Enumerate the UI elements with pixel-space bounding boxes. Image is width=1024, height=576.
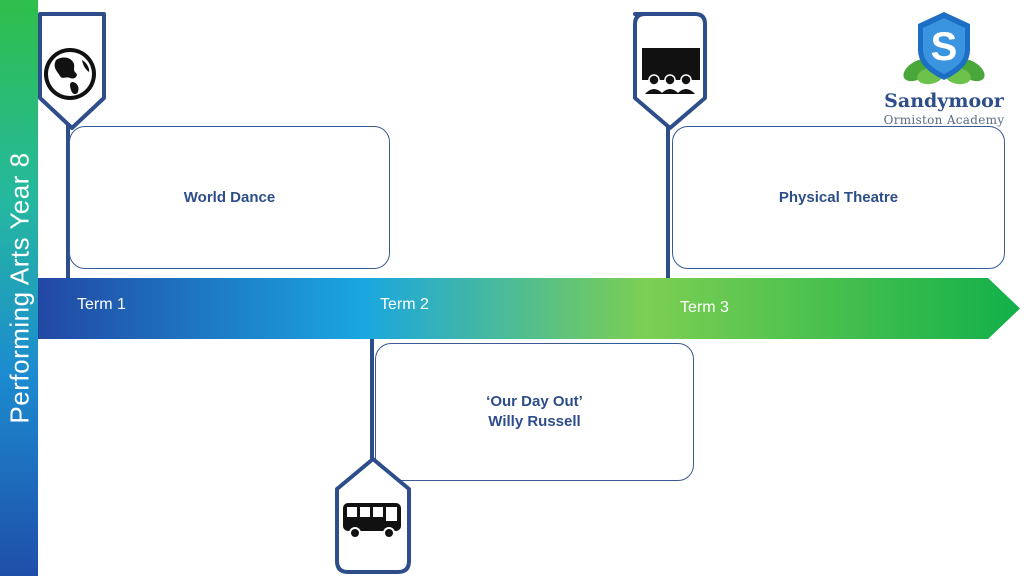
term-1-label: Term 1 — [77, 296, 126, 313]
connector-line-world-dance — [66, 118, 70, 280]
side-bar: Performing Arts Year 8 — [0, 0, 38, 576]
logo-subtitle: Ormiston Academy — [883, 113, 1005, 127]
our-day-out-pin — [335, 457, 411, 574]
physical-theatre-title: Physical Theatre — [778, 188, 899, 206]
connector-line-physical-theatre — [666, 118, 670, 280]
our-day-out-card: ‘Our Day Out’ Willy Russell — [375, 343, 694, 481]
physical-theatre-card: Physical Theatre — [672, 126, 1005, 269]
our-day-out-title: ‘Our Day Out’ — [486, 393, 583, 410]
logo-name: Sandymoor — [884, 90, 1004, 112]
world-dance-card: World Dance — [69, 126, 390, 269]
logo-emblem: S — [903, 12, 985, 85]
page-title: Performing Arts Year 8 — [4, 152, 35, 424]
globe-icon — [44, 48, 96, 100]
world-dance-pin — [38, 12, 106, 130]
shield-icon — [918, 12, 970, 80]
term-3-label: Term 3 — [680, 299, 729, 316]
bus-icon — [343, 503, 401, 539]
logo-letter: S — [931, 25, 958, 69]
world-dance-title: World Dance — [183, 188, 276, 206]
timeline-arrow — [38, 278, 1020, 339]
connector-line-our-day-out — [370, 337, 374, 462]
our-day-out-author: Willy Russell — [488, 413, 581, 430]
school-logo: S Sandymoor Ormiston Academy — [878, 10, 1010, 130]
term-2-label: Term 2 — [380, 296, 429, 313]
theatre-audience-icon — [642, 48, 700, 94]
physical-theatre-pin — [633, 12, 707, 130]
